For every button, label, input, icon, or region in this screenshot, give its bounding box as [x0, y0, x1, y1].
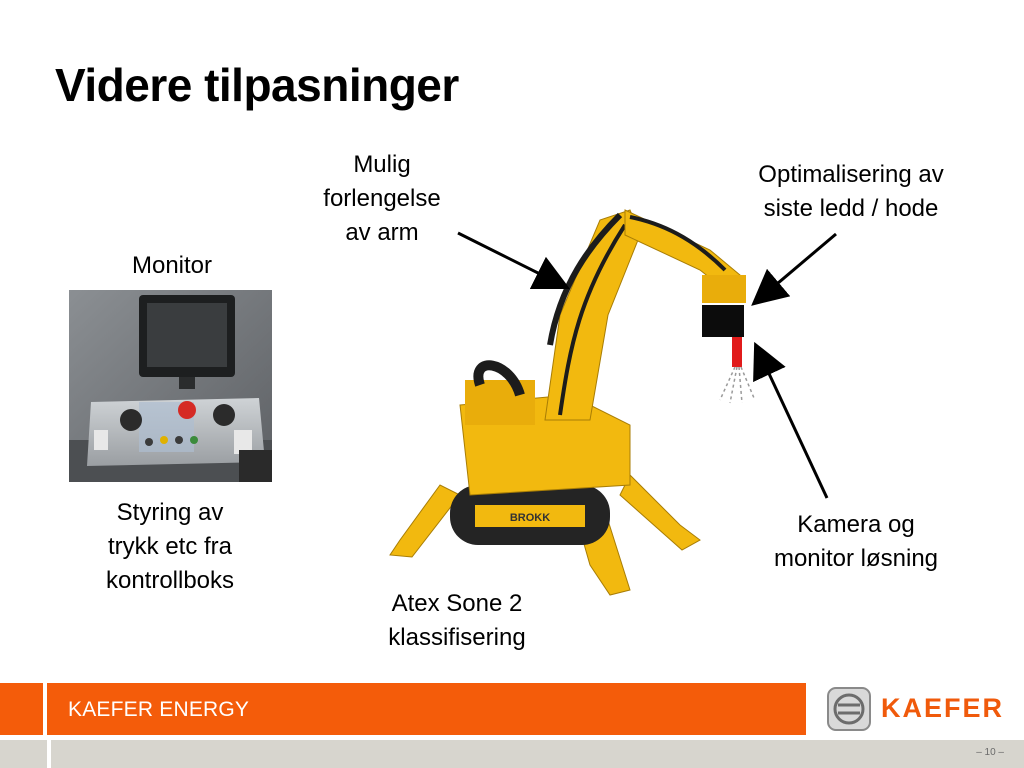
- kaefer-logo-icon: [827, 687, 871, 731]
- nozzle-icon: [732, 337, 742, 367]
- spray-icon: [719, 366, 755, 404]
- control-box-photo: [69, 290, 272, 482]
- footer-gray-notch: [47, 740, 51, 768]
- control-box-label: Styring av trykk etc fra kontrollboks: [105, 499, 235, 594]
- footer-gray-strip: [0, 740, 1024, 768]
- robot-brand-text: BROKK: [510, 512, 550, 524]
- monitor-screen-icon: [139, 295, 235, 389]
- camera-label: Kamera og monitor løsning: [773, 511, 939, 572]
- monitor-label: Monitor: [131, 252, 213, 279]
- demolition-robot-illustration: BROKK: [389, 209, 755, 596]
- footer-notch: [0, 683, 47, 735]
- kaefer-logo-text: KAEFER: [881, 693, 1005, 723]
- footer-company-name: KAEFER ENERGY: [68, 698, 250, 721]
- camera-head-icon: [702, 305, 744, 337]
- arm-extension-label: Mulig forlengelse av arm: [323, 151, 441, 246]
- page-number: – 10 –: [976, 747, 1004, 758]
- atex-label: Atex Sone 2 klassifisering: [388, 590, 526, 651]
- slide-title: Videre tilpasninger: [55, 59, 459, 111]
- head-optimization-label: Optimalisering av siste ledd / hode: [758, 161, 944, 222]
- footer-accent-bar: [0, 683, 806, 735]
